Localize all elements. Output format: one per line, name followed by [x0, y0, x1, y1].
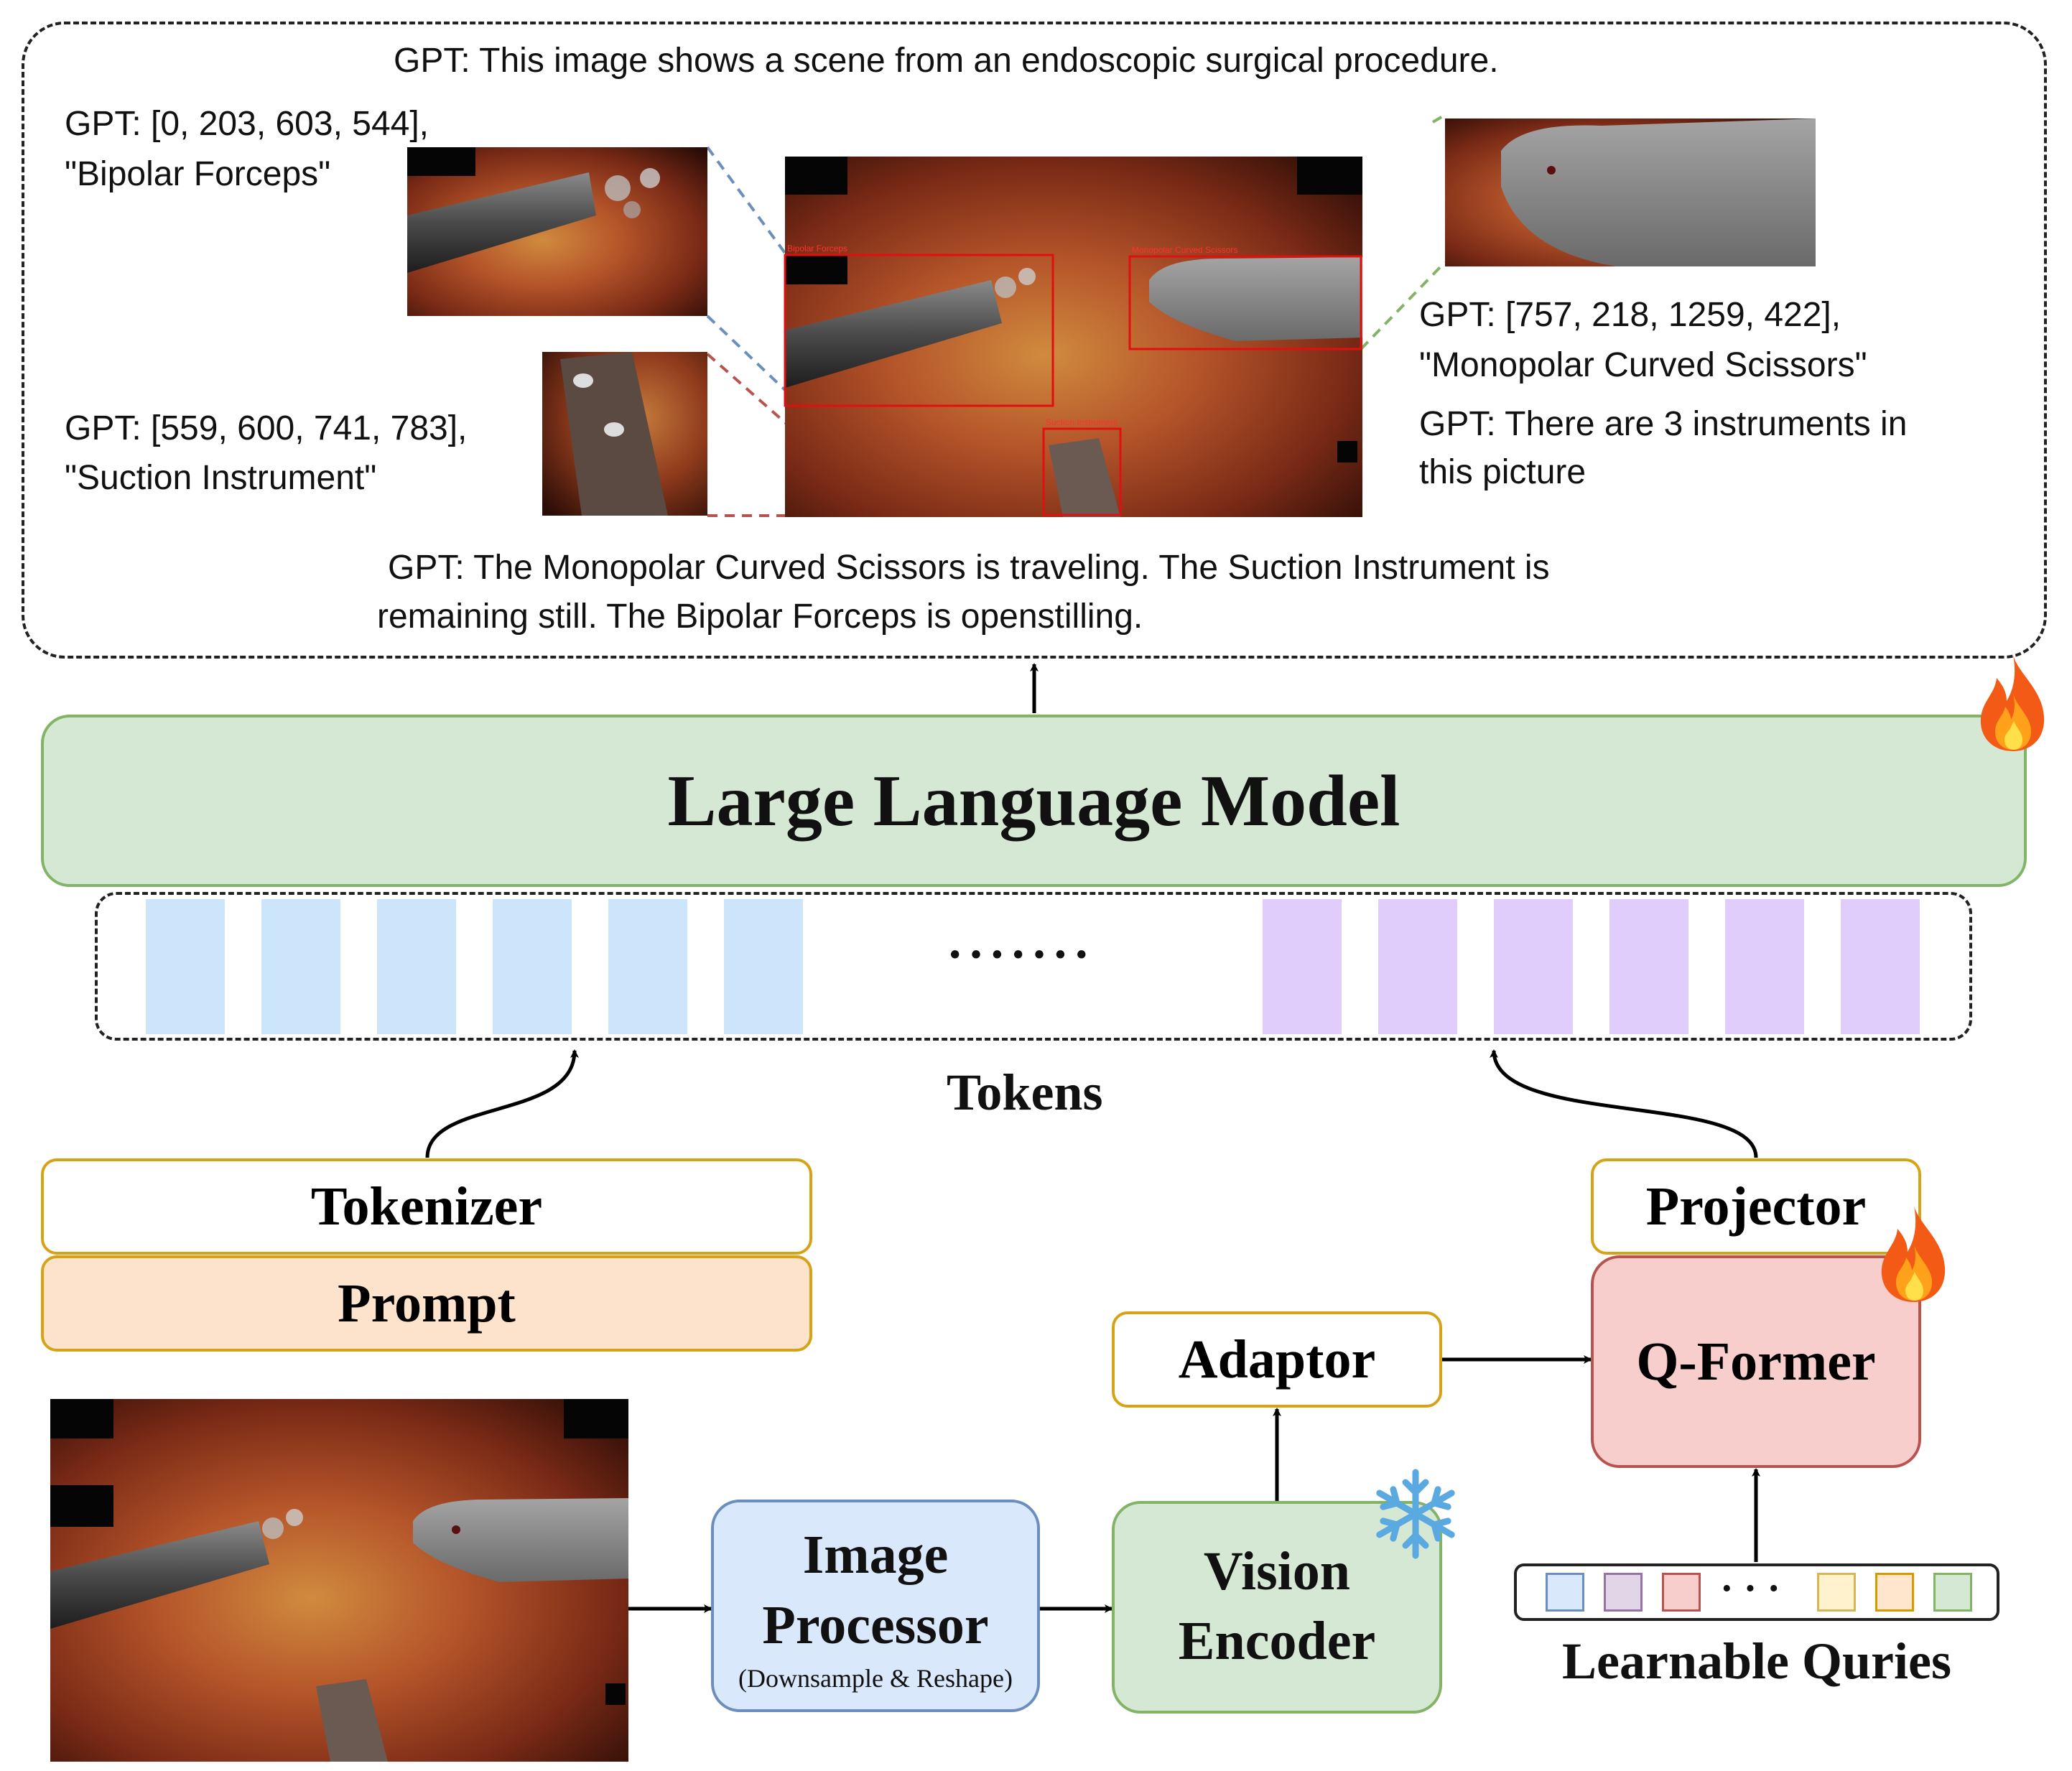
tokenizer-box: Tokenizer	[41, 1158, 812, 1255]
projector-box: Projector	[1591, 1158, 1921, 1255]
text-token	[377, 899, 456, 1034]
adaptor-box: Adaptor	[1112, 1311, 1442, 1408]
llm-label: Large Language Model	[667, 760, 1400, 842]
text-token	[608, 899, 687, 1034]
vision-token	[1841, 899, 1920, 1034]
instrument-count-line1: GPT: There are 3 instruments in	[1419, 405, 1908, 443]
query-token	[1817, 1573, 1856, 1612]
vision-encoder-box	[1112, 1501, 1442, 1714]
tokens-label: Tokens	[947, 1064, 1103, 1121]
query-token	[1546, 1573, 1584, 1612]
projector-to-tokens-arrow	[1490, 1049, 1758, 1158]
output-caption: GPT: This image shows a scene from an en…	[394, 42, 1499, 80]
prompt-box: Prompt	[41, 1255, 812, 1352]
forceps-name: "Bipolar Forceps"	[65, 155, 331, 193]
vision-token	[1263, 899, 1342, 1034]
query-token	[1933, 1573, 1972, 1612]
vision-token	[1378, 899, 1457, 1034]
motion-line1: GPT: The Monopolar Curved Scissors is tr…	[388, 549, 1550, 587]
forceps-coords: GPT: [0, 203, 603, 544],	[65, 105, 429, 143]
fire-icon	[1980, 655, 2045, 751]
query-token	[1662, 1573, 1701, 1612]
adaptor-label: Adaptor	[1178, 1329, 1376, 1390]
tokenizer-to-tokens-arrow	[425, 1049, 579, 1158]
vision-encoder-label-line1: Vision	[1203, 1541, 1351, 1602]
text-token	[724, 899, 803, 1034]
suction-name: "Suction Instrument"	[65, 459, 377, 497]
bbox-label-forceps: Bipolar Forceps	[787, 243, 848, 254]
output-panel	[22, 22, 2047, 659]
scissors-name: "Monopolar Curved Scissors"	[1419, 346, 1867, 384]
query-token	[1604, 1573, 1643, 1612]
query-token	[1875, 1573, 1914, 1612]
motion-line2: remaining still. The Bipolar Forceps is …	[377, 598, 1143, 636]
bbox-label-suction: Suction Instrument	[1046, 417, 1118, 427]
image-processor-label-line1: Image	[802, 1525, 949, 1585]
projector-label: Projector	[1645, 1176, 1867, 1237]
scissors-coords: GPT: [757, 218, 1259, 422],	[1419, 296, 1841, 334]
image-processor-sublabel: (Downsample & Reshape)	[738, 1664, 1013, 1693]
prompt-label: Prompt	[338, 1273, 516, 1334]
tokens-container	[95, 892, 1972, 1041]
vision-token	[1609, 899, 1688, 1034]
instrument-count-line2: this picture	[1419, 453, 1586, 491]
text-token	[493, 899, 572, 1034]
suction-coords: GPT: [559, 600, 741, 783],	[65, 409, 468, 447]
learnable-queries-label: Learnable Quries	[1562, 1632, 1951, 1690]
vision-token	[1494, 899, 1573, 1034]
vision-encoder-label-line2: Encoder	[1178, 1611, 1376, 1671]
tokenizer-label: Tokenizer	[310, 1176, 543, 1237]
learnable-queries-container	[1514, 1563, 1999, 1621]
qformer-label: Q-Former	[1636, 1331, 1876, 1392]
snowflake-icon	[1376, 1469, 1455, 1559]
vision-token	[1725, 899, 1804, 1034]
bbox-label-scissors: Monopolar Curved Scissors	[1132, 245, 1238, 255]
input-surgical-image	[50, 1399, 628, 1762]
queries-ellipsis: · · ·	[1720, 1566, 1781, 1611]
llm-box: Large Language Model	[41, 715, 2027, 887]
qformer-box: Q-Former	[1591, 1255, 1921, 1468]
image-processor-box	[711, 1500, 1040, 1712]
text-token	[146, 899, 225, 1034]
image-processor-label-line2: Processor	[762, 1595, 989, 1655]
fire-icon	[1881, 1206, 1946, 1302]
tokens-ellipsis: ·······	[947, 927, 1095, 982]
text-token	[261, 899, 340, 1034]
